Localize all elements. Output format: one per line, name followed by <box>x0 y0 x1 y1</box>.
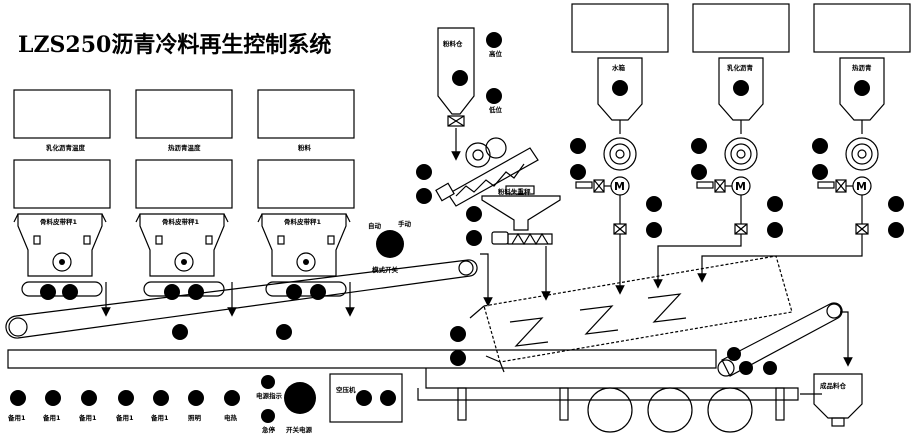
air-compressor-panel: 空压机 <box>329 373 403 423</box>
svg-text:空压机: 空压机 <box>336 385 356 394</box>
svg-text:备用1: 备用1 <box>150 413 169 422</box>
system-title: LZS250沥青冷料再生控制系统 <box>18 32 331 58</box>
display-box-3 <box>257 159 355 209</box>
svg-text:乳化沥青温度: 乳化沥青温度 <box>46 143 86 152</box>
svg-text:自动: 自动 <box>368 221 382 230</box>
finished-product-bin: 成品料仓 <box>813 373 863 427</box>
main-conveyor <box>5 259 478 340</box>
svg-text:备用1: 备用1 <box>115 413 134 422</box>
svg-text:照明: 照明 <box>188 413 202 422</box>
svg-text:M: M <box>735 180 746 193</box>
svg-text:成品料仓: 成品料仓 <box>820 381 847 390</box>
svg-text:备用1: 备用1 <box>42 413 61 422</box>
svg-text:M: M <box>614 180 625 193</box>
display-tank-2 <box>692 3 790 53</box>
svg-text:备用1: 备用1 <box>7 413 26 422</box>
svg-text:M: M <box>856 180 867 193</box>
display-tank-3 <box>813 3 911 53</box>
bottom-controls: 备用1 备用1 备用1 备用1 备用1 照明 电热 电源指示 急停 开关电源 <box>7 375 316 434</box>
belt-feeder-1: 骨料皮带秤1 <box>13 213 111 317</box>
mixer <box>450 255 793 373</box>
indicator-dot <box>466 230 482 246</box>
screw-feeder <box>435 137 539 207</box>
svg-text:水箱: 水箱 <box>612 63 626 72</box>
svg-text:乳化沥青: 乳化沥青 <box>727 63 754 72</box>
powder-silo: 粉料仓 高位 低位 <box>437 27 503 161</box>
svg-text:手动: 手动 <box>398 219 412 228</box>
svg-text:骨料皮带秤1: 骨料皮带秤1 <box>284 217 322 226</box>
powder-weigher: 粉料失重秤 <box>480 185 561 307</box>
svg-text:骨料皮带秤1: 骨料皮带秤1 <box>40 217 78 226</box>
belt-feeder-3: 骨料皮带秤1 <box>257 213 355 317</box>
svg-text:骨料皮带秤1: 骨料皮带秤1 <box>162 217 200 226</box>
display-tank-1 <box>571 3 669 53</box>
svg-text:热沥青温度: 热沥青温度 <box>168 143 201 152</box>
svg-text:电热: 电热 <box>224 413 238 422</box>
display-hot-asphalt-temp: 热沥青温度 <box>135 89 233 152</box>
trailer-chassis <box>7 349 822 433</box>
indicator-dot <box>416 164 432 180</box>
svg-text:粉料仓: 粉料仓 <box>443 39 463 48</box>
tank-water: 水箱 M <box>570 57 662 295</box>
display-box-1 <box>13 159 111 209</box>
svg-text:高位: 高位 <box>489 49 503 58</box>
display-box-2 <box>135 159 233 209</box>
svg-text:低位: 低位 <box>488 105 503 114</box>
mode-switch: 自动 手动 模式开关 <box>368 219 412 274</box>
svg-text:备用1: 备用1 <box>78 413 97 422</box>
belt-feeder-2: 骨料皮带秤1 <box>135 213 237 317</box>
svg-text:粉料失重秤: 粉料失重秤 <box>498 187 531 196</box>
svg-text:粉料: 粉料 <box>298 143 312 152</box>
display-powder: 粉料 <box>257 89 355 152</box>
indicator-dot <box>466 206 482 222</box>
display-emulsified-temp: 乳化沥青温度 <box>13 89 111 152</box>
svg-text:急停: 急停 <box>262 425 276 434</box>
discharge-conveyor <box>717 302 853 377</box>
svg-text:模式开关: 模式开关 <box>372 265 399 274</box>
tank-hot-asphalt: 热沥青 M <box>697 57 904 283</box>
indicator-dot <box>416 188 432 204</box>
tank-emulsified-asphalt: 乳化沥青 M <box>653 57 783 289</box>
svg-text:热沥青: 热沥青 <box>852 63 872 72</box>
svg-text:开关电源: 开关电源 <box>286 425 313 434</box>
svg-text:电源指示: 电源指示 <box>256 391 283 400</box>
